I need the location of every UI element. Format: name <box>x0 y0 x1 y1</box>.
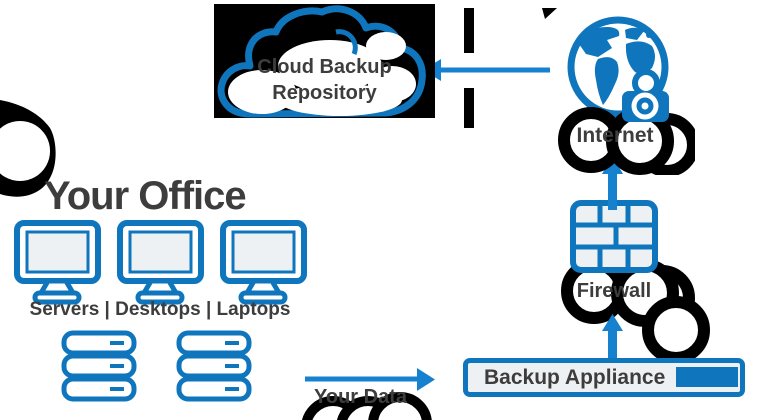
monitor-row <box>14 220 307 305</box>
arrow-internet-to-cloud-icon <box>423 59 550 81</box>
dashed-boundary-segment <box>464 88 474 128</box>
monitor-icon <box>220 220 307 305</box>
padlock-icon <box>622 69 669 122</box>
firewall-label: Firewall <box>576 280 652 302</box>
spark-fragment-shape <box>542 8 557 19</box>
arrow-data-to-appliance-icon <box>305 368 435 391</box>
backup-appliance-box: Backup Appliance <box>463 358 745 397</box>
arrow-appliance-to-firewall-icon <box>602 314 623 358</box>
server-stack-row <box>61 330 252 402</box>
cloud-icon <box>217 5 426 118</box>
cloud-label-line2: Repository <box>272 82 377 104</box>
your-data-label: Your Data <box>314 386 407 408</box>
office-title: Your Office <box>44 174 247 218</box>
cloud-label-line1: Cloud Backup <box>257 56 392 78</box>
monitor-icon <box>14 220 101 305</box>
monitor-icon <box>117 220 204 305</box>
backup-appliance-label: Backup Appliance <box>484 366 666 389</box>
firewall-brick-icon <box>570 200 658 273</box>
server-stack-icon <box>176 330 252 402</box>
internet-label: Internet <box>576 124 654 147</box>
cloud-fragment-shape <box>0 100 56 197</box>
data-cloud-rings-icon <box>302 368 435 420</box>
devices-label: Servers | Desktops | Laptops <box>29 299 291 320</box>
appliance-status-bar <box>676 367 738 387</box>
server-stack-icon <box>61 330 137 402</box>
dashed-boundary-segment <box>464 8 474 53</box>
